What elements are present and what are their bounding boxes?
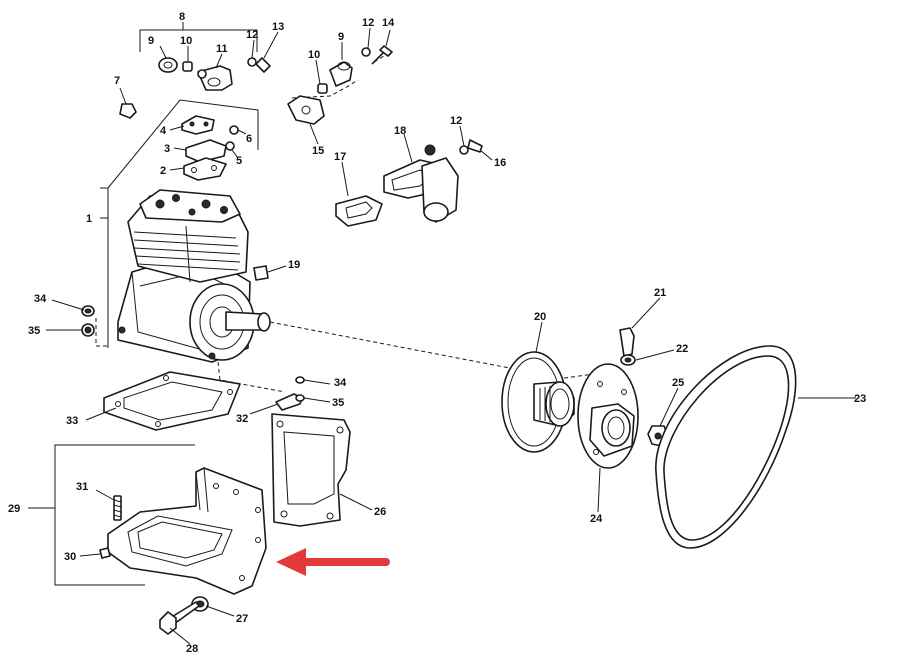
callout-23: 23 [854, 393, 866, 405]
screw-6 [229, 125, 239, 135]
callout-12-top-left: 12 [246, 29, 258, 41]
screw-13 [255, 57, 271, 73]
elbow-11 [197, 65, 233, 91]
washer-34-right [295, 376, 305, 384]
callout-5: 5 [236, 155, 242, 167]
callout-33: 33 [66, 415, 78, 427]
governor-18 [383, 144, 459, 223]
screw-16 [467, 139, 483, 153]
pulley-20 [501, 351, 575, 453]
callout-12-right: 12 [450, 115, 462, 127]
fitting-9-left [158, 57, 178, 73]
gasket-2 [183, 157, 227, 181]
nut-19 [253, 265, 269, 281]
highlight-arrow [276, 548, 390, 576]
stud-31 [113, 495, 122, 521]
callout-24: 24 [590, 513, 603, 525]
callout-7: 7 [114, 75, 120, 87]
nut-35-right [295, 394, 305, 402]
cover-3 [185, 139, 227, 163]
callout-10-left: 10 [180, 35, 192, 47]
group-bracket-8 [139, 22, 258, 52]
fitting-7 [119, 103, 137, 119]
callout-9-left: 9 [148, 35, 154, 47]
callout-34-right: 34 [334, 377, 347, 389]
callout-1: 1 [86, 213, 92, 225]
callout-21: 21 [654, 287, 666, 299]
callout-20: 20 [534, 311, 546, 323]
callout-29: 29 [8, 503, 20, 515]
callout-28: 28 [186, 643, 198, 655]
callout-15: 15 [312, 145, 324, 157]
compressor-assembly [117, 189, 271, 363]
callout-19: 19 [288, 259, 300, 271]
washer-5 [225, 141, 235, 151]
callout-27: 27 [236, 613, 248, 625]
callout-22: 22 [676, 343, 688, 355]
callout-3: 3 [164, 143, 170, 155]
screw-21 [619, 327, 635, 357]
gasket-33 [103, 371, 241, 431]
washer-12-top-right [361, 47, 371, 57]
nut-35-left [81, 323, 95, 337]
callout-35-right: 35 [332, 397, 344, 409]
callout-16: 16 [494, 157, 506, 169]
callout-14: 14 [382, 17, 395, 29]
callout-8: 8 [179, 11, 185, 23]
washer-12-right [459, 145, 469, 155]
callout-10-right: 10 [308, 49, 320, 61]
callout-18: 18 [394, 125, 406, 137]
plug-10-left [182, 61, 193, 72]
v-belt-23 [655, 345, 797, 549]
gasket-17 [335, 195, 383, 227]
callout-17: 17 [334, 151, 346, 163]
washer-12-top-left [247, 57, 257, 67]
callout-32: 32 [236, 413, 248, 425]
cover-4 [181, 115, 215, 135]
base-mount-29 [107, 467, 267, 595]
hub-24 [577, 363, 639, 469]
washer-34-left [81, 305, 95, 317]
callout-6: 6 [246, 133, 252, 145]
callout-11: 11 [216, 43, 228, 55]
callout-4: 4 [160, 125, 167, 137]
callout-31: 31 [76, 481, 88, 493]
callout-35-left: 35 [28, 325, 40, 337]
washer-22 [620, 354, 636, 366]
callout-12-top-right: 12 [362, 17, 374, 29]
flange-15 [287, 95, 325, 125]
callout-labels: 8 9 10 11 12 13 7 4 3 2 5 6 1 10 9 12 14… [8, 11, 866, 655]
adapter-plate-26 [271, 413, 351, 527]
callout-34-left: 34 [34, 293, 47, 305]
callout-30: 30 [64, 551, 76, 563]
plug-10-right [317, 83, 328, 94]
callout-2: 2 [160, 165, 166, 177]
group-bracket-1 [100, 99, 259, 348]
callout-26: 26 [374, 506, 386, 518]
bolt-28 [159, 601, 200, 635]
callout-25: 25 [672, 377, 684, 389]
screw-14 [371, 45, 393, 65]
nut-30 [99, 547, 111, 559]
group-bracket-29 [28, 444, 195, 586]
leader-lines [46, 27, 856, 645]
fitting-9-right [329, 61, 353, 87]
callout-13: 13 [272, 21, 284, 33]
callout-9-right: 9 [338, 31, 344, 43]
